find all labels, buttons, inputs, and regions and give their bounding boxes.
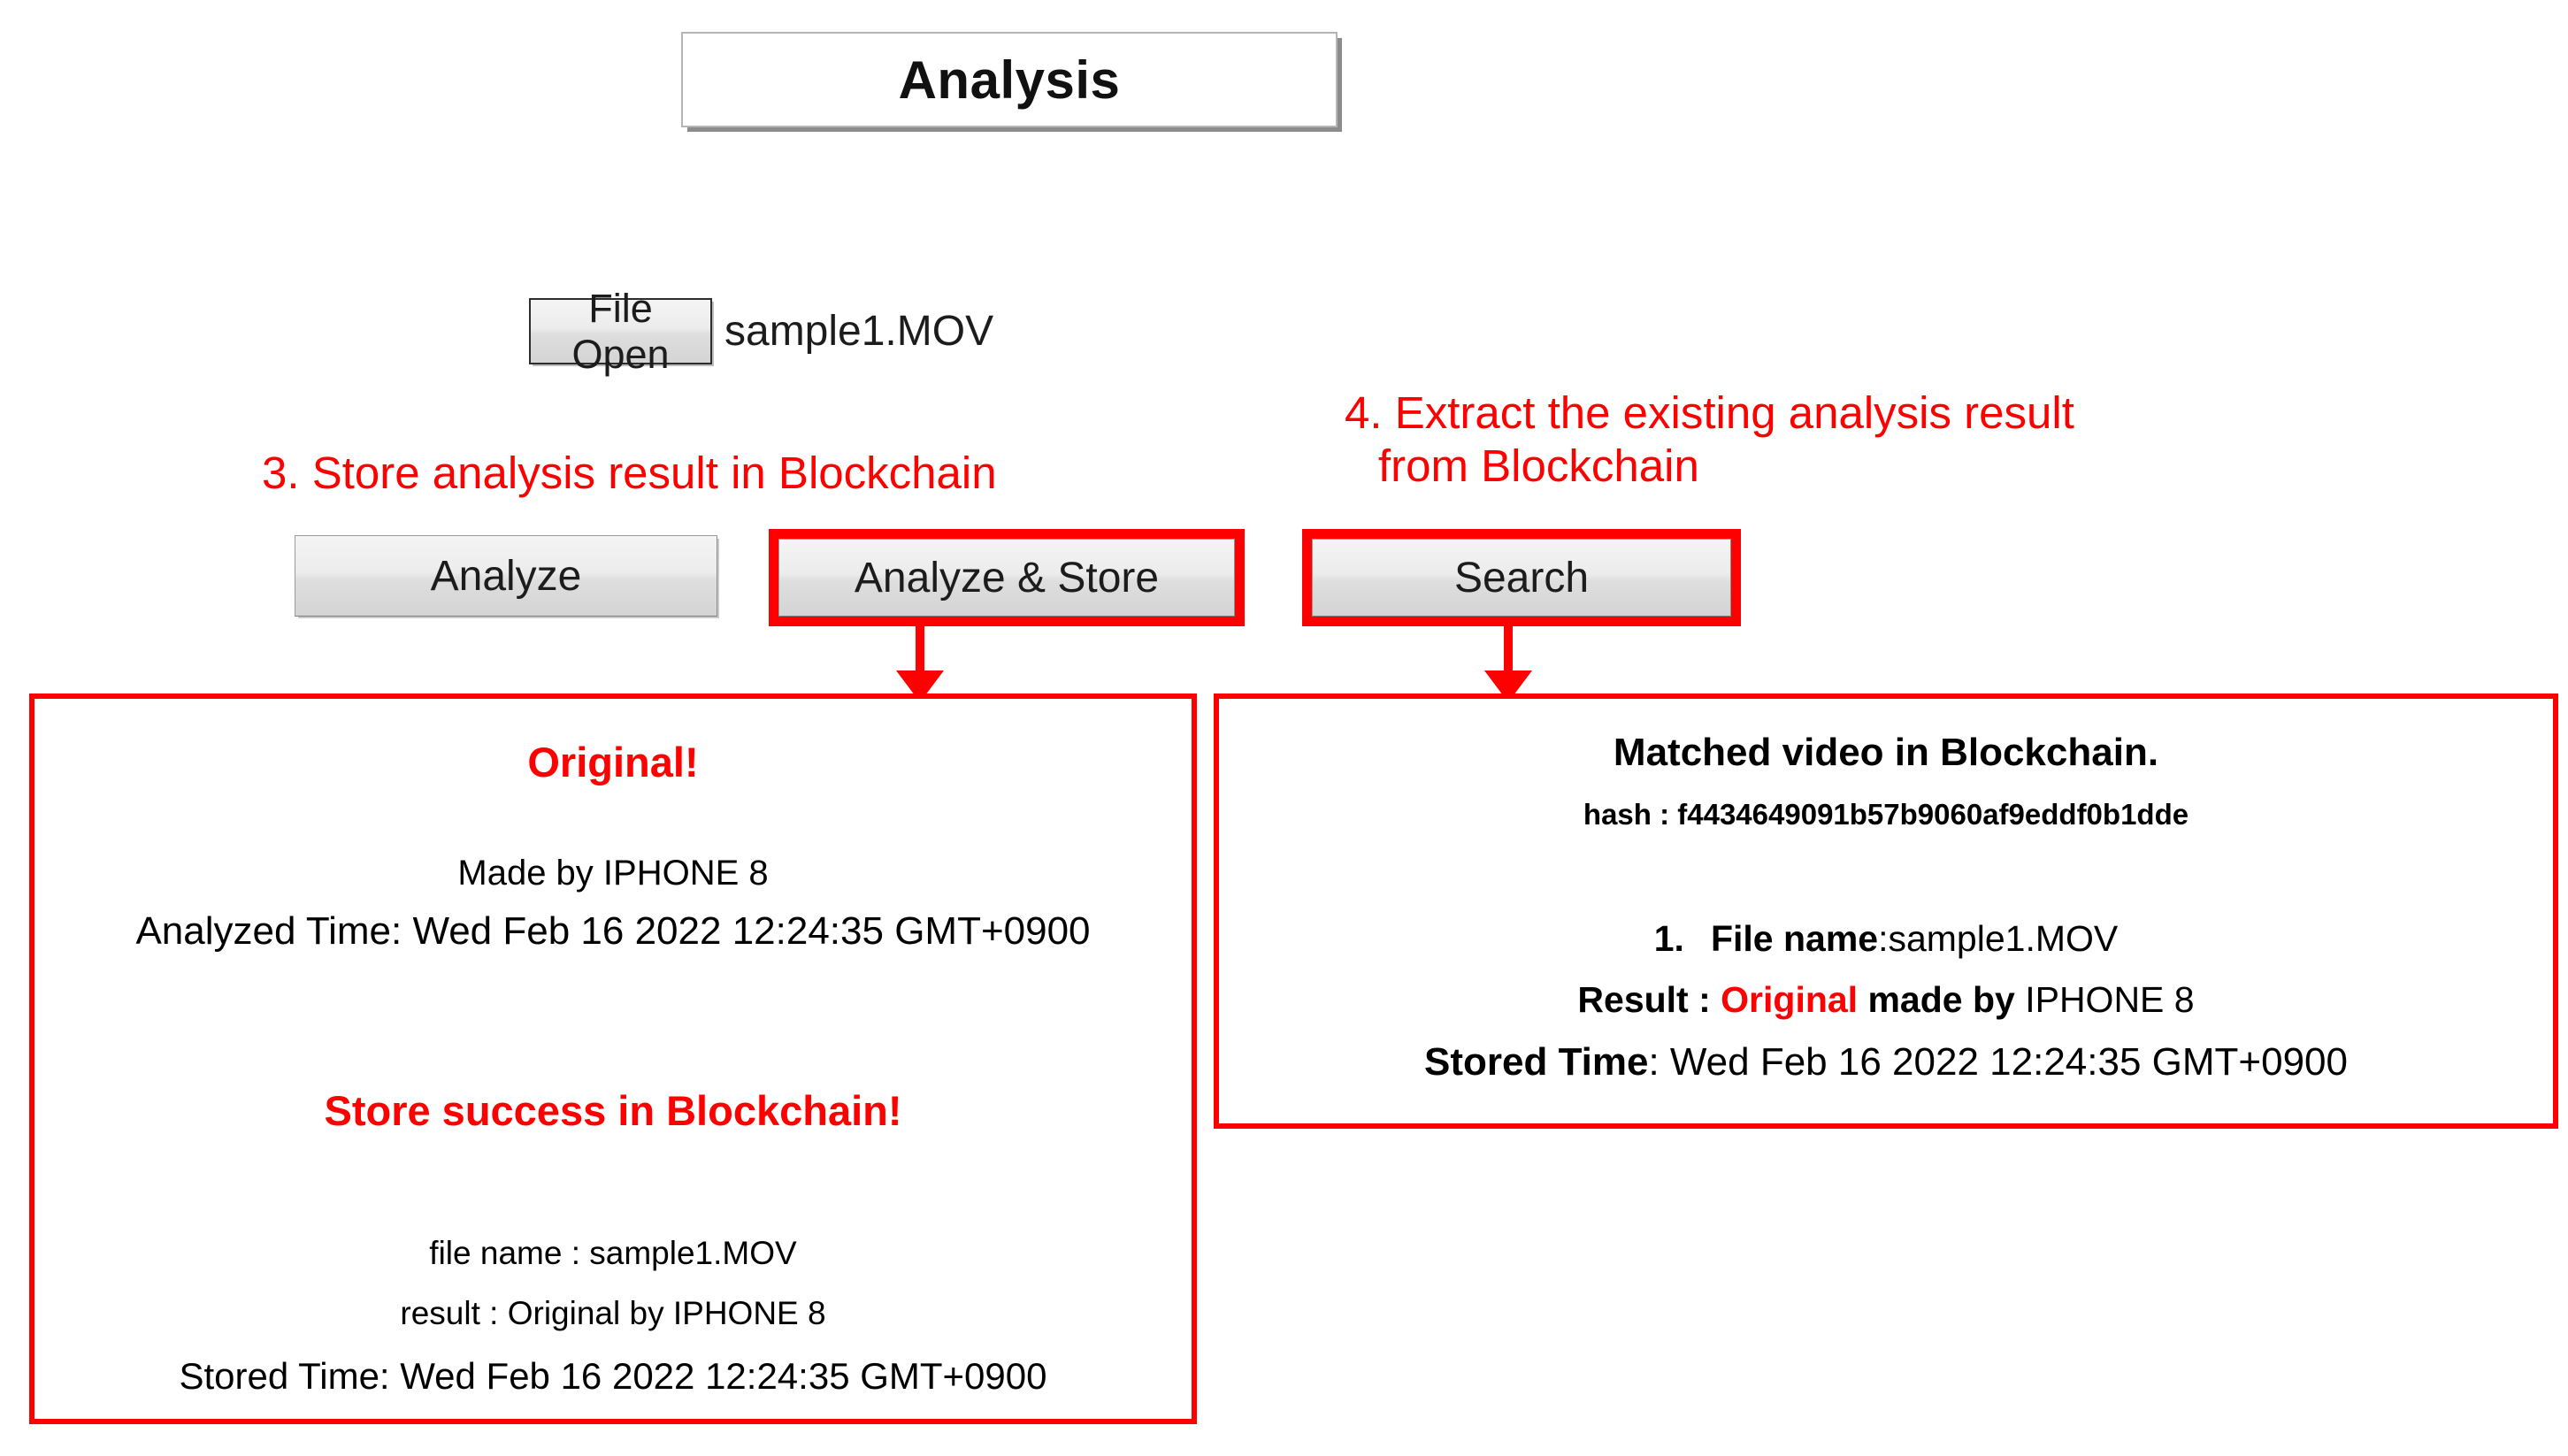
arrow-shaft: [916, 626, 924, 678]
search-highlight: Search: [1302, 529, 1741, 626]
file-open-button[interactable]: File Open: [529, 286, 712, 377]
store-success-message: Store success in Blockchain!: [324, 1087, 902, 1134]
match-entry-file-name: 1. File name:sample1.MOV: [1219, 918, 2553, 960]
match-entry-result-label: Result :: [1577, 979, 1721, 1020]
analyze-button[interactable]: Analyze: [295, 535, 717, 617]
match-entry-file-label: File name: [1710, 918, 1879, 959]
file-open-row: File Open sample1.MOV: [529, 286, 994, 377]
annotation-store-step: 3. Store analysis result in Blockchain: [262, 448, 997, 498]
match-entry-stored-time: Stored Time: Wed Feb 16 2022 12:24:35 GM…: [1219, 1040, 2553, 1084]
page-title-box: Analysis: [681, 32, 1338, 127]
match-entry-device: IPHONE 8: [2025, 979, 2195, 1020]
annotation-extract-line1: 4. Extract the existing analysis result: [1345, 387, 2074, 438]
arrow-shaft: [1504, 626, 1513, 678]
matched-video-title: Matched video in Blockchain.: [1613, 731, 2159, 774]
matched-video-hash: hash : f4434649091b57b9060af9eddf0b1dde: [1583, 798, 2189, 831]
match-entry-verdict: Original: [1721, 979, 1859, 1020]
match-entry-number: 1.: [1653, 918, 1684, 959]
blockchain-search-result-panel: Matched video in Blockchain. hash : f443…: [1214, 694, 2558, 1129]
page-title: Analysis: [898, 50, 1121, 110]
result-headline: Original!: [527, 739, 699, 785]
match-entry-stored-time-label: Stored Time: [1424, 1040, 1649, 1084]
store-file-name: file name : sample1.MOV: [429, 1235, 797, 1271]
annotation-extract-step: 4. Extract the existing analysis result …: [1345, 387, 2388, 492]
annotation-extract-line2: from Blockchain: [1378, 440, 1699, 491]
result-made-by: Made by IPHONE 8: [457, 854, 769, 893]
match-entry-stored-time-value: : Wed Feb 16 2022 12:24:35 GMT+0900: [1648, 1040, 2348, 1084]
analyze-store-highlight: Analyze & Store: [769, 529, 1245, 626]
match-entry-result: Result : Original made by IPHONE 8: [1219, 979, 2553, 1021]
search-button[interactable]: Search: [1312, 539, 1731, 617]
selected-file-name: sample1.MOV: [724, 308, 994, 355]
store-result: result : Original by IPHONE 8: [400, 1295, 826, 1331]
analysis-result-panel: Original! Made by IPHONE 8 Analyzed Time…: [29, 694, 1197, 1424]
analyze-and-store-button[interactable]: Analyze & Store: [778, 539, 1235, 617]
result-analyzed-time: Analyzed Time: Wed Feb 16 2022 12:24:35 …: [135, 909, 1091, 953]
match-entry-file-value: :sample1.MOV: [1878, 918, 2119, 959]
match-entry-made-by-label: made by: [1858, 979, 2026, 1020]
store-stored-time: Stored Time: Wed Feb 16 2022 12:24:35 GM…: [179, 1355, 1047, 1397]
